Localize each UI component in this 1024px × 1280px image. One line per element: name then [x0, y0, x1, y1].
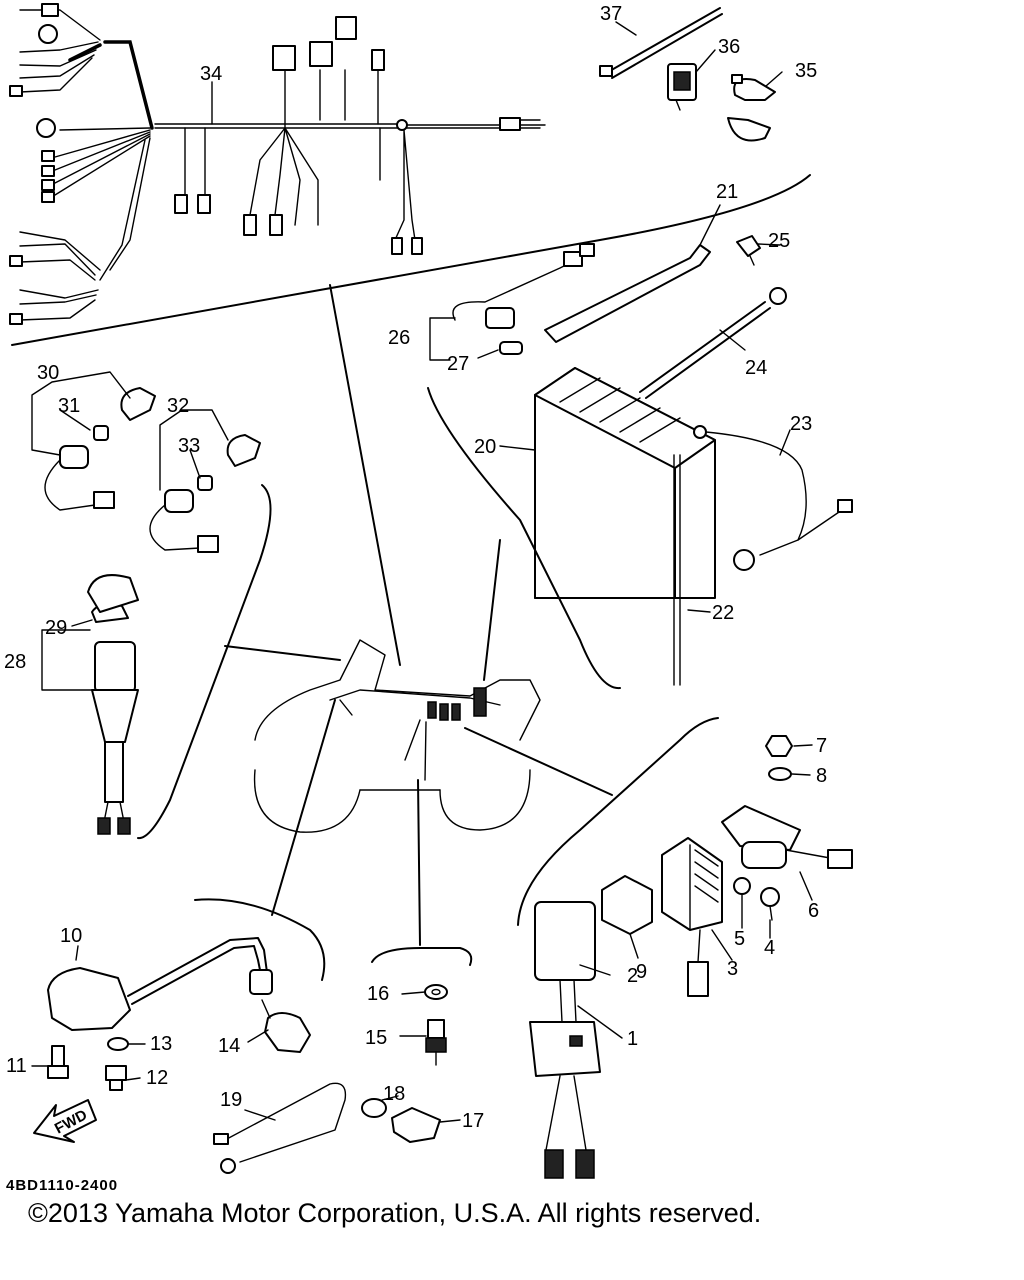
washer-16[interactable]: [424, 984, 448, 1000]
ground-lead-19[interactable]: [213, 1082, 347, 1174]
callout-6: 6: [808, 900, 819, 922]
bolt-11[interactable]: [47, 1045, 69, 1079]
leader-battery: [483, 539, 501, 681]
callout-27: 27: [447, 353, 469, 375]
leader-main-switch: [224, 645, 341, 661]
negative-lead-23[interactable]: [705, 431, 853, 571]
spark-plug-cap-30[interactable]: [44, 387, 156, 511]
group-divider-right: [517, 717, 719, 926]
callout-31: 31: [58, 395, 80, 417]
leader-cdi: [464, 727, 613, 796]
callout-15: 15: [365, 1027, 387, 1049]
callout-30: 30: [37, 362, 59, 384]
wire-harness-34[interactable]: [9, 3, 546, 325]
callout-9: 9: [636, 961, 647, 983]
callout-33: 33: [178, 435, 200, 457]
callout-10: 10: [60, 925, 82, 947]
leader-switches: [417, 779, 421, 946]
callout-24: 24: [745, 357, 767, 379]
callout-3: 3: [727, 958, 738, 980]
leader-lines: [31, 21, 813, 1123]
callout-23: 23: [790, 413, 812, 435]
spark-plug-cap-14[interactable]: [261, 999, 311, 1053]
callout-8: 8: [816, 765, 827, 787]
callout-7: 7: [816, 735, 827, 757]
callout-37: 37: [600, 3, 622, 25]
main-switch-28[interactable]: [91, 603, 139, 835]
coupler-holder-35[interactable]: [727, 74, 776, 142]
spark-plug-cap-32[interactable]: [149, 434, 261, 553]
ignition-coil-10[interactable]: [47, 937, 273, 1031]
callout-19: 19: [220, 1089, 242, 1111]
bolt-12[interactable]: [105, 1065, 127, 1091]
callout-16: 16: [367, 983, 389, 1005]
clamp-36[interactable]: [667, 63, 697, 111]
battery-20[interactable]: [534, 367, 716, 599]
fuse-holder-26[interactable]: [452, 243, 595, 329]
callout-35: 35: [795, 60, 817, 82]
callout-12: 12: [146, 1067, 168, 1089]
callout-11: 11: [6, 1055, 27, 1077]
washer-8[interactable]: [768, 767, 792, 781]
leader-harness: [329, 284, 401, 666]
cable-tie-37[interactable]: [599, 7, 723, 79]
callout-4: 4: [764, 937, 775, 959]
washer-5[interactable]: [733, 877, 751, 895]
callout-13: 13: [150, 1033, 172, 1055]
cdi-bracket-2[interactable]: [529, 1021, 601, 1179]
callout-28: 28: [4, 651, 26, 673]
positive-lead-24[interactable]: [639, 287, 787, 399]
callout-36: 36: [718, 36, 740, 58]
atv-silhouette: [253, 639, 541, 833]
callout-labels: 1 2 3 4 5 6 7 8 9 10 11 12 13 14 15 16 1…: [4, 3, 827, 1132]
cdi-unit-1[interactable]: [534, 901, 596, 1023]
group-divider-bottom-left: [194, 898, 326, 981]
fuse-27[interactable]: [499, 341, 523, 355]
callout-14: 14: [218, 1035, 240, 1057]
reverse-switch-17[interactable]: [391, 1107, 441, 1143]
knob-29[interactable]: [87, 574, 139, 613]
callout-17: 17: [462, 1110, 484, 1132]
callout-34: 34: [200, 63, 222, 85]
callout-21: 21: [716, 181, 738, 203]
group-divider-top: [11, 174, 811, 346]
nut-7[interactable]: [765, 735, 793, 757]
leader-ignition: [271, 699, 336, 916]
neutral-switch-15[interactable]: [425, 1019, 447, 1066]
flasher-relay-9[interactable]: [601, 875, 653, 935]
washer-13[interactable]: [107, 1037, 129, 1051]
starter-relay-6[interactable]: [721, 805, 853, 869]
group-divider-left: [137, 484, 272, 840]
callout-22: 22: [712, 602, 734, 624]
group-divider-battery: [427, 387, 621, 690]
callout-5: 5: [734, 928, 745, 950]
group-divider-bottom-mid: [371, 947, 473, 966]
rectifier-regulator-3[interactable]: [661, 837, 723, 997]
bolt-4[interactable]: [760, 887, 780, 921]
battery-band-21[interactable]: [544, 244, 711, 343]
o-ring-18[interactable]: [361, 1098, 387, 1118]
callout-1: 1: [627, 1028, 638, 1050]
callout-32: 32: [167, 395, 189, 417]
callout-29: 29: [45, 617, 67, 639]
callout-20: 20: [474, 436, 496, 458]
bolt-25[interactable]: [736, 235, 761, 266]
callout-18: 18: [383, 1083, 405, 1105]
drawing-code: 4BD1110-2400: [6, 1177, 118, 1194]
callout-2: 2: [627, 965, 638, 987]
fwd-arrow: FWD: [33, 1099, 97, 1143]
breather-hose-22[interactable]: [673, 454, 681, 686]
callout-26: 26: [388, 327, 410, 349]
callout-25: 25: [768, 230, 790, 252]
copyright-notice: ©2013 Yamaha Motor Corporation, U.S.A. A…: [28, 1198, 762, 1228]
